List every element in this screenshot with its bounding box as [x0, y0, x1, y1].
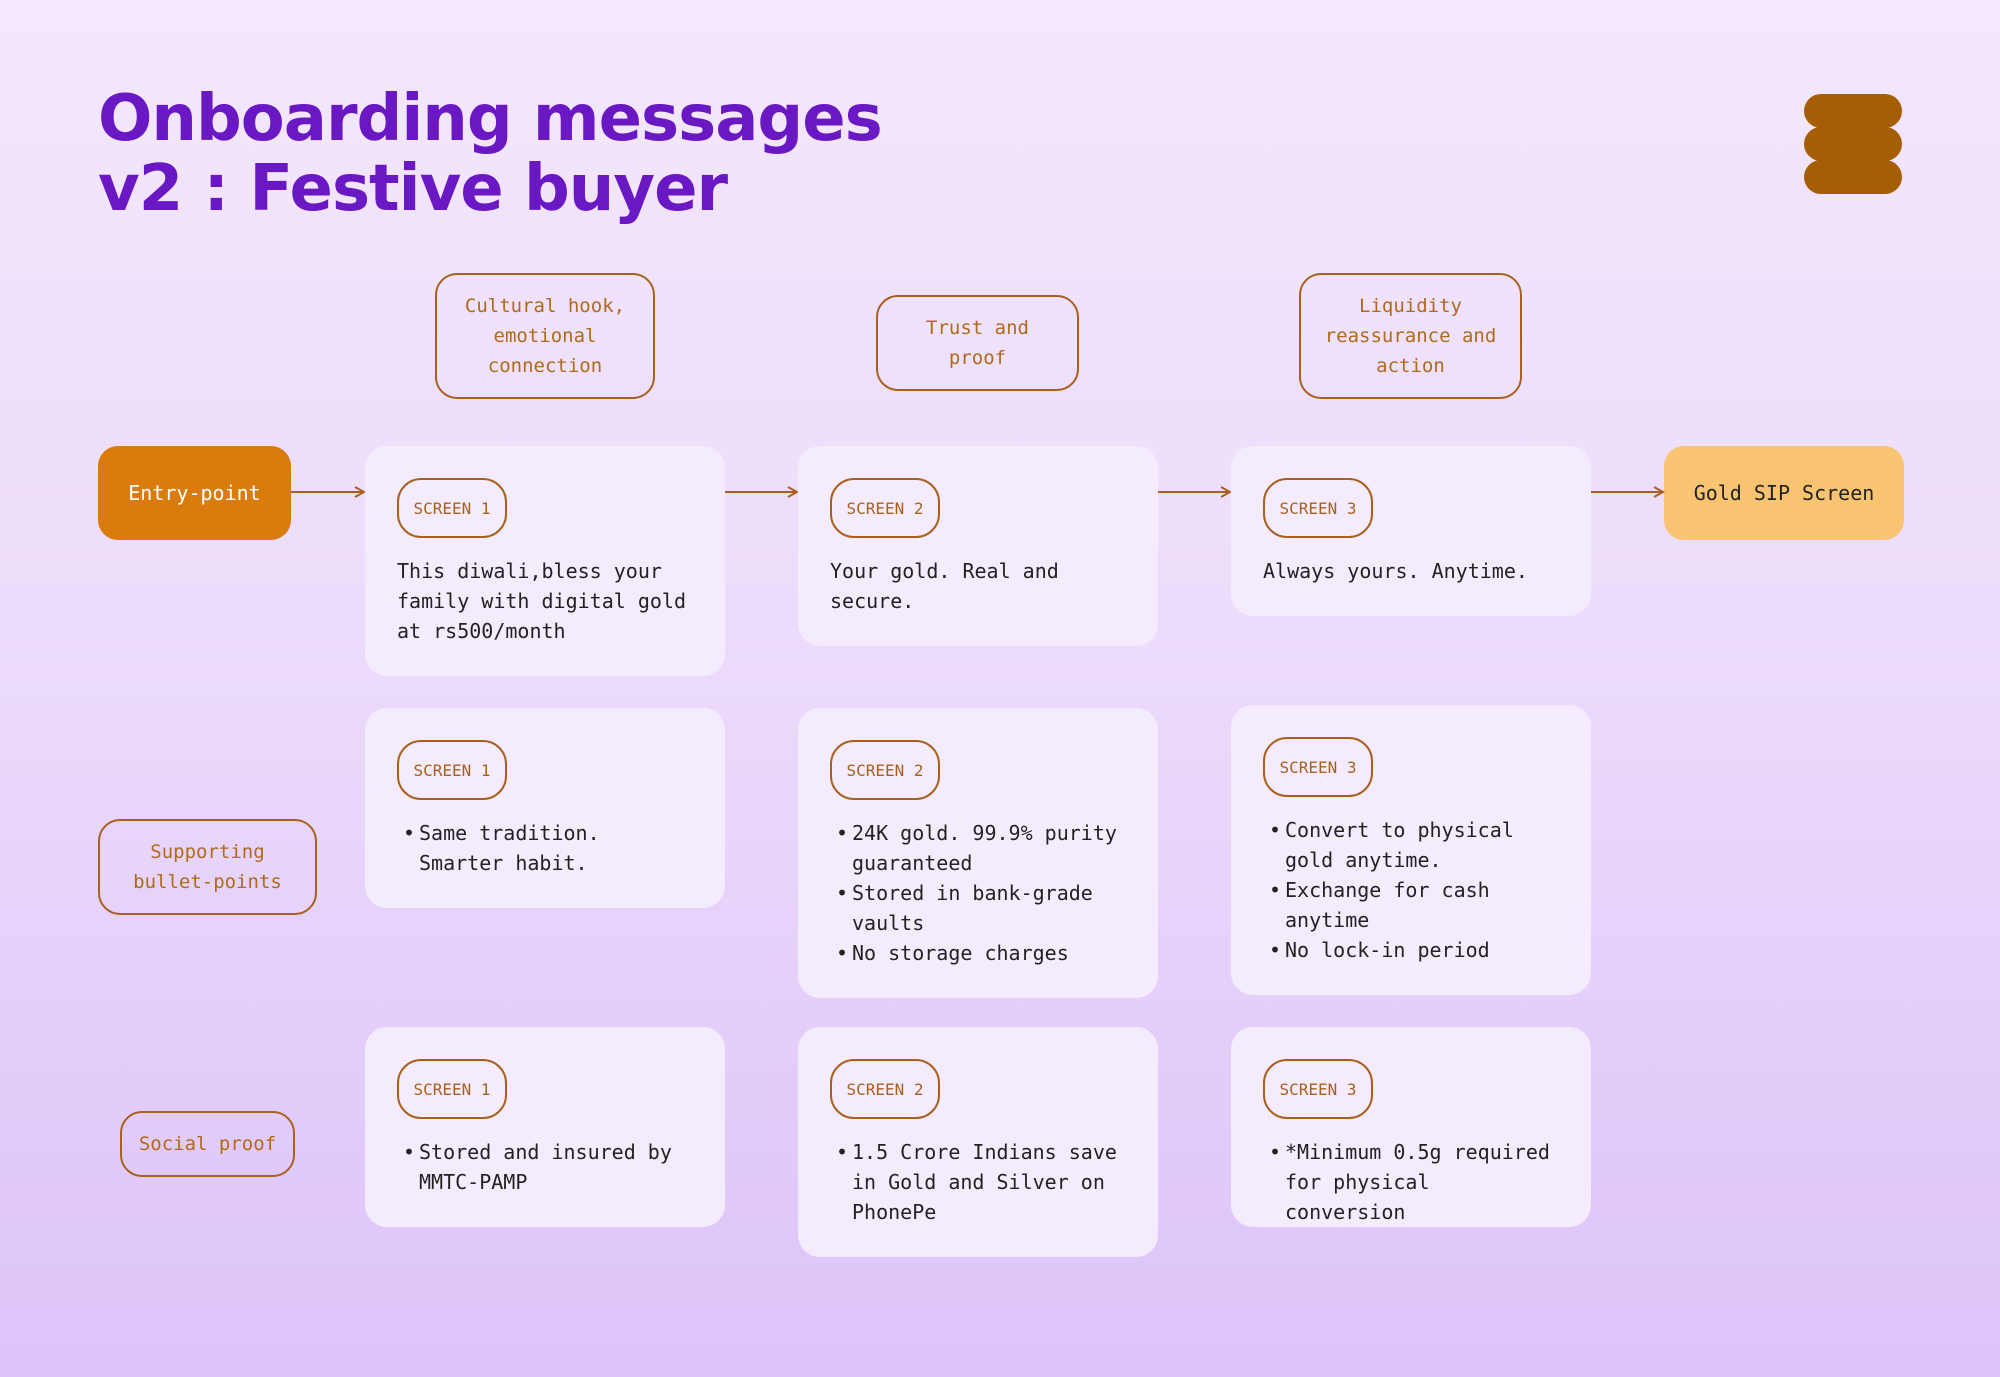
- bullet-list: 1.5 Crore Indians save in Gold and Silve…: [830, 1137, 1126, 1227]
- screen-tag: SCREEN 2: [830, 740, 940, 800]
- bullet-card-screen-3: SCREEN 3 Convert to physical gold anytim…: [1231, 705, 1591, 995]
- title-line-1: Onboarding messages: [98, 82, 883, 156]
- social-proof-card-screen-1: SCREEN 1 Stored and insured by MMTC-PAMP: [365, 1027, 725, 1227]
- screen-tag: SCREEN 2: [830, 1059, 940, 1119]
- bullet-card-screen-2: SCREEN 2 24K gold. 99.9% purity guarante…: [798, 708, 1158, 998]
- row-label-social-proof: Social proof: [120, 1111, 295, 1177]
- social-proof-card-screen-3: SCREEN 3 *Minimum 0.5g required for phys…: [1231, 1027, 1591, 1227]
- card-message: This diwali,bless your family with digit…: [397, 559, 686, 643]
- bullet-card-screen-1: SCREEN 1 Same tradition. Smarter habit.: [365, 708, 725, 908]
- bullet-item: No storage charges: [830, 938, 1126, 968]
- bullet-item: Convert to physical gold anytime.: [1263, 815, 1559, 875]
- screen-tag: SCREEN 1: [397, 740, 507, 800]
- main-message-card-screen-2: SCREEN 2 Your gold. Real and secure.: [798, 446, 1158, 646]
- screen-tag: SCREEN 2: [830, 478, 940, 538]
- main-message-card-screen-1: SCREEN 1 This diwali,bless your family w…: [365, 446, 725, 676]
- column-header-trust-and-proof: Trust and proof: [876, 295, 1079, 391]
- title-line-2: v2 : Festive buyer: [98, 152, 728, 226]
- row-label-supporting-bullet-points: Supporting bullet-points: [98, 819, 317, 915]
- bullet-list: Convert to physical gold anytime. Exchan…: [1263, 815, 1559, 965]
- screen-tag: SCREEN 3: [1263, 478, 1373, 538]
- bullet-item: Exchange for cash anytime: [1263, 875, 1559, 935]
- bullet-item: *Minimum 0.5g required for physical conv…: [1263, 1137, 1559, 1227]
- bullet-list: Stored and insured by MMTC-PAMP: [397, 1137, 693, 1197]
- stacked-coins-logo-icon: [1804, 94, 1902, 194]
- screen-tag: SCREEN 3: [1263, 737, 1373, 797]
- bullet-item: 24K gold. 99.9% purity guaranteed: [830, 818, 1126, 878]
- main-message-card-screen-3: SCREEN 3 Always yours. Anytime.: [1231, 446, 1591, 616]
- column-header-cultural-hook: Cultural hook, emotional connection: [435, 273, 655, 399]
- column-header-liquidity-reassurance: Liquidity reassurance and action: [1299, 273, 1522, 399]
- bullet-item: No lock-in period: [1263, 935, 1559, 965]
- bullet-item: Stored in bank-grade vaults: [830, 878, 1126, 938]
- screen-tag: SCREEN 1: [397, 1059, 507, 1119]
- page-title: Onboarding messages v2 : Festive buyer: [98, 82, 883, 226]
- screen-tag: SCREEN 3: [1263, 1059, 1373, 1119]
- social-proof-card-screen-2: SCREEN 2 1.5 Crore Indians save in Gold …: [798, 1027, 1158, 1257]
- bullet-item: 1.5 Crore Indians save in Gold and Silve…: [830, 1137, 1126, 1227]
- bullet-item: Stored and insured by MMTC-PAMP: [397, 1137, 693, 1197]
- screen-tag: SCREEN 1: [397, 478, 507, 538]
- card-message: Your gold. Real and secure.: [830, 559, 1059, 613]
- bullet-list: Same tradition. Smarter habit.: [397, 818, 693, 878]
- bullet-list: 24K gold. 99.9% purity guaranteed Stored…: [830, 818, 1126, 968]
- bullet-item: Same tradition. Smarter habit.: [397, 818, 693, 878]
- card-message: Always yours. Anytime.: [1263, 559, 1528, 583]
- entry-point-node: Entry-point: [98, 446, 291, 540]
- gold-sip-screen-node: Gold SIP Screen: [1664, 446, 1904, 540]
- bullet-list: *Minimum 0.5g required for physical conv…: [1263, 1137, 1559, 1227]
